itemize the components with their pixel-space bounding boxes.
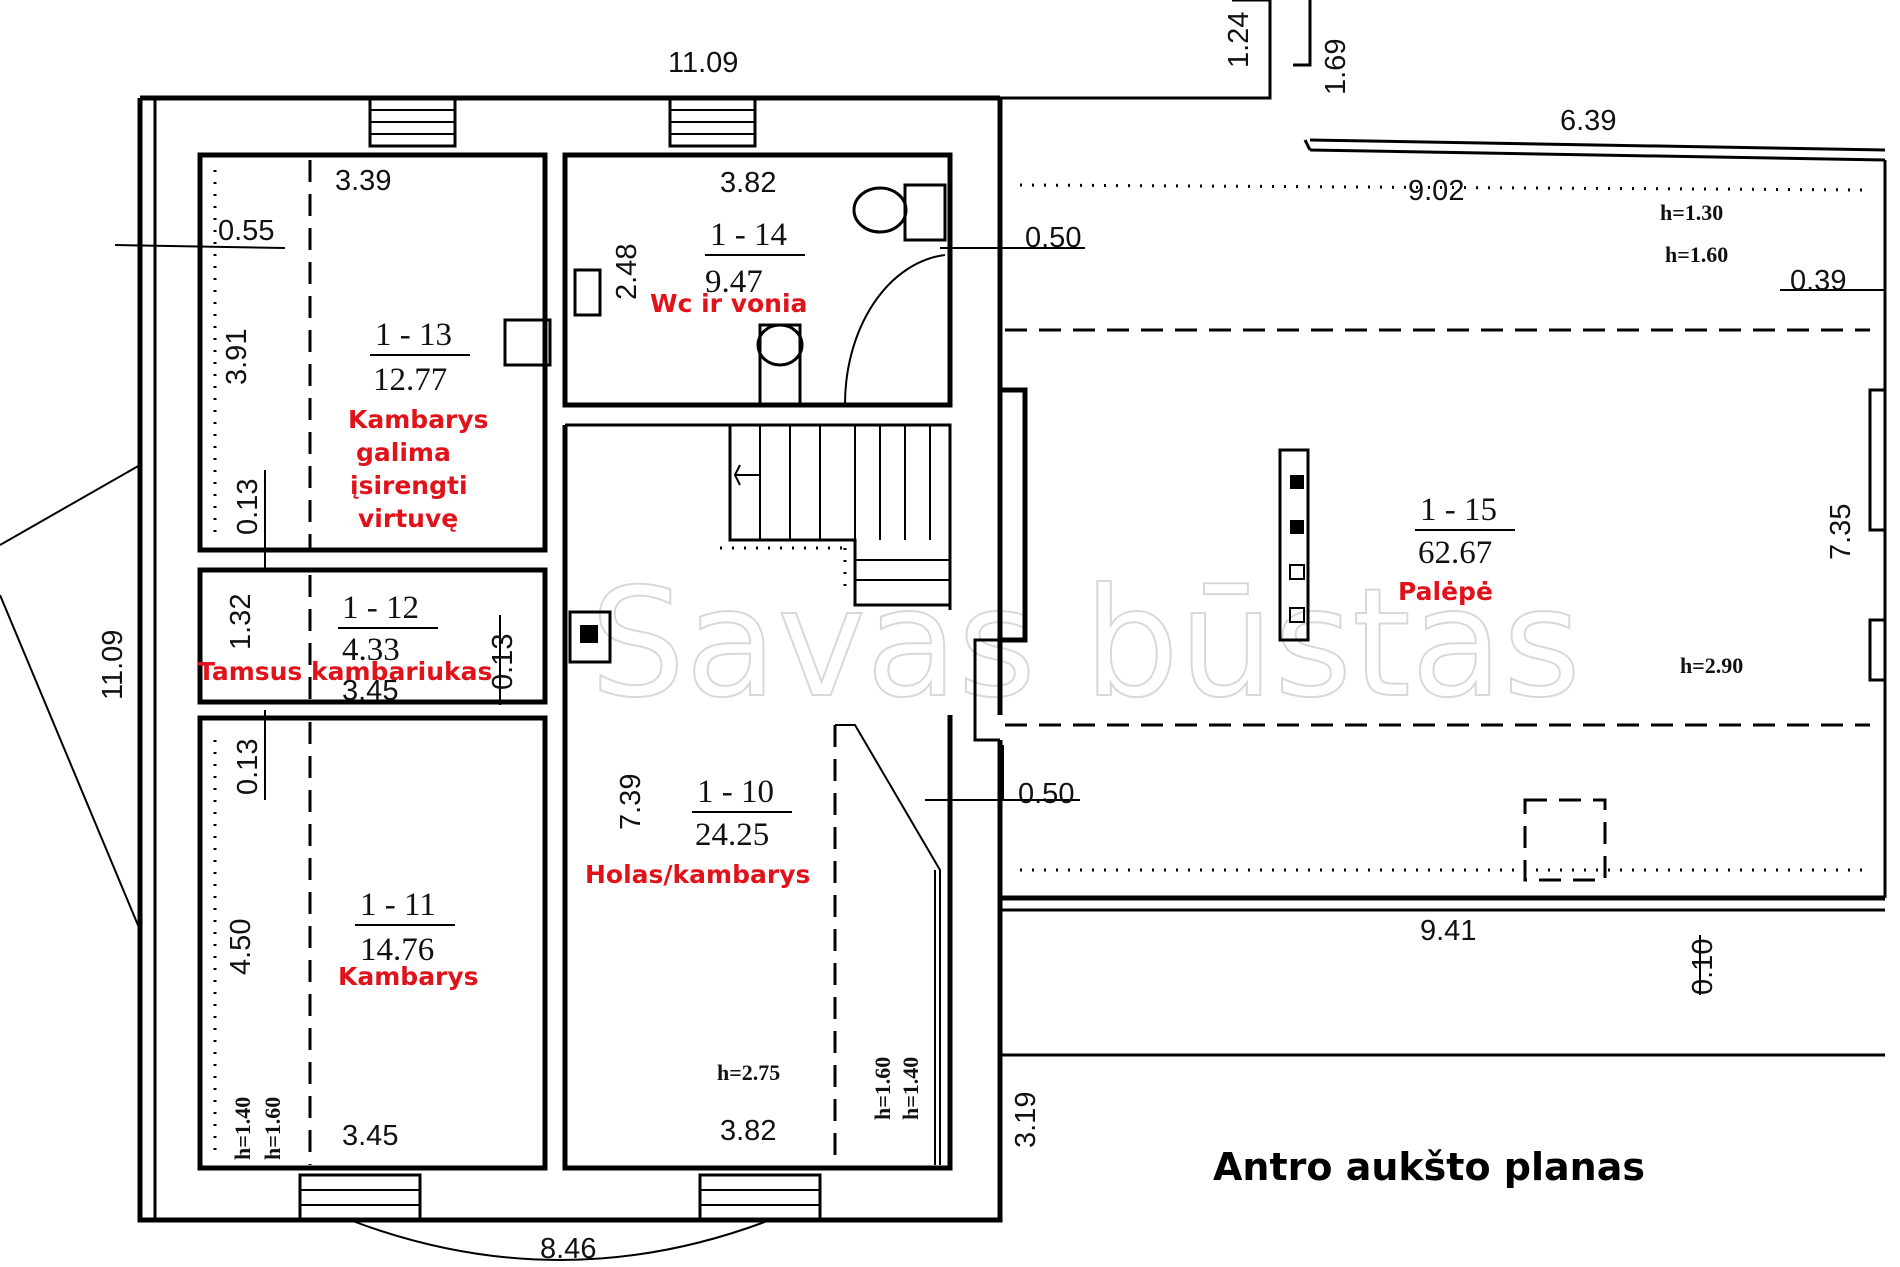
height-160-r10: h=1.60 [870,1057,895,1120]
dim-r13-height: 3.91 [221,329,253,385]
room-15-area: 62.67 [1418,535,1492,571]
watermark: Savas būstas [590,557,1581,731]
dim-0-39: 0.39 [1790,265,1846,297]
dimension-texts: 11.09 1.24 1.69 6.39 3.39 3.82 0.55 3.91… [97,12,1857,1265]
height-140-r10: h=1.40 [898,1057,923,1120]
room-10-label: Holas/kambarys [585,860,810,889]
dim-0-10: 0.10 [1687,939,1719,995]
dim-attic-height: 7.35 [1825,504,1857,560]
height-130: h=1.30 [1660,200,1723,225]
dim-left-total: 11.09 [97,630,129,700]
dim-r14-height: 2.48 [611,244,643,300]
dim-attic-top: 9.02 [1408,175,1464,207]
dim-6-39: 6.39 [1560,105,1616,137]
room-13-area: 12.77 [373,362,447,398]
room-10-id: 1 - 10 [697,774,774,810]
room-labels: Kambarys galima įsirengti virtuvę Wc ir … [198,289,1493,991]
dim-attic-bottom: 9.41 [1420,915,1476,947]
room-1-11 [197,715,548,1171]
room-13-id: 1 - 13 [375,317,452,353]
plan-title: Antro aukšto planas [1213,1145,1645,1189]
dim-top-total: 11.09 [668,47,738,79]
room-11-area: 14.76 [360,932,434,968]
dim-0-50-bottom: 0.50 [1018,778,1074,810]
attic-details [1002,183,1871,882]
height-160-attic: h=1.60 [1665,242,1728,267]
dim-r13-width: 3.39 [335,165,391,197]
height-290: h=2.90 [1680,653,1743,678]
room-12-area: 4.33 [342,632,400,668]
dim-r10-width: 3.82 [720,1115,776,1147]
height-160-r11: h=1.60 [260,1097,285,1160]
dim-r12-width: 3.45 [342,675,398,707]
room-13-label-line4: virtuvę [358,504,458,533]
room-14-id: 1 - 14 [710,217,787,253]
room-13-label-line2: galima [356,438,451,467]
room-13-label-line3: įsirengti [350,471,468,500]
room-15-label: Palėpė [1398,577,1493,606]
dim-r14-width: 3.82 [720,167,776,199]
room-1-10 [562,423,953,1171]
room-14-label: Wc ir vonia [650,289,807,318]
dim-0-13-c: 0.13 [232,739,264,795]
room-11-label: Kambarys [338,962,479,991]
dim-0-55: 0.55 [218,215,274,247]
dimension-lines [114,244,1885,995]
height-275: h=2.75 [717,1060,780,1085]
room-12-id: 1 - 12 [342,590,419,626]
dim-r10-height: 7.39 [615,774,647,830]
dim-bottom-total: 8.46 [540,1233,596,1265]
dim-1-69: 1.69 [1320,39,1352,95]
room-13-label-line1: Kambarys [348,405,489,434]
room-1-13 [197,152,552,553]
room-15-id: 1 - 15 [1420,492,1497,528]
dim-0-13-a: 0.13 [232,479,264,535]
room-1-12 [197,567,548,705]
dim-r12-height: 1.32 [225,594,257,650]
windows [298,96,822,1222]
room-11-id: 1 - 11 [360,887,436,923]
room-10-area: 24.25 [695,817,769,853]
room-ids: 1 - 13 12.77 1 - 14 9.47 1 - 12 4.33 1 -… [338,217,1515,968]
room-1-14 [562,152,953,408]
dim-0-50-top: 0.50 [1025,222,1081,254]
dim-3-19: 3.19 [1010,1092,1042,1148]
dim-0-13-b: 0.13 [487,634,519,690]
dim-1-24: 1.24 [1223,12,1255,68]
room-14-area: 9.47 [705,264,763,300]
height-labels: h=1.30 h=1.60 h=2.90 h=2.75 h=1.40 h=1.6… [230,200,1743,1160]
dim-r11-width: 3.45 [342,1120,398,1152]
room-12-label: Tamsus kambariukas [198,657,492,686]
dim-r11-height: 4.50 [225,919,257,975]
height-140-r11: h=1.40 [230,1097,255,1160]
